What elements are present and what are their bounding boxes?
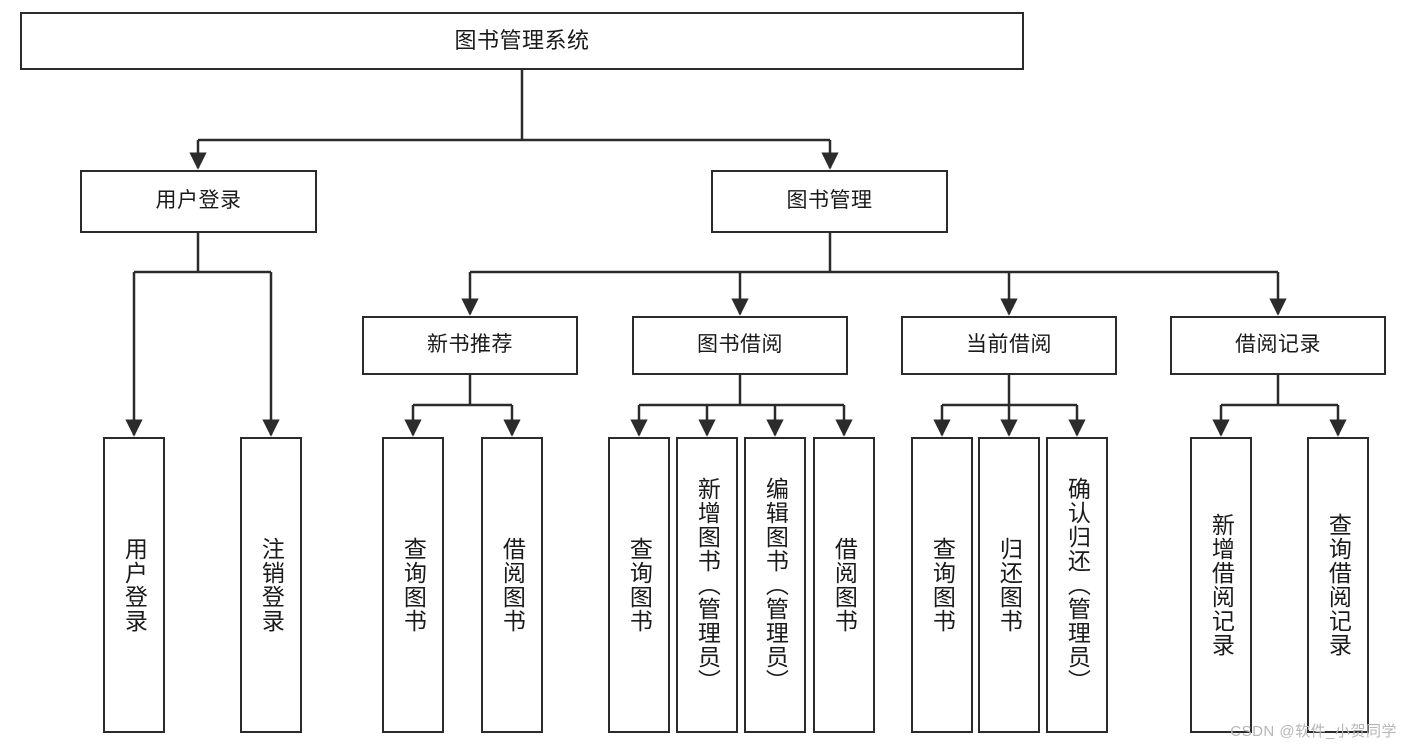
node-leaf-query-book-1-label: 查询图书 bbox=[400, 537, 427, 633]
node-leaf-user-login[interactable]: 用户登录 bbox=[103, 437, 165, 733]
node-leaf-borrow-book-1[interactable]: 借阅图书 bbox=[481, 437, 543, 733]
node-leaf-add-book-label: 新增图书（管理员） bbox=[694, 477, 721, 693]
node-borrow-record[interactable]: 借阅记录 bbox=[1170, 316, 1386, 375]
node-book-borrow-label: 图书借阅 bbox=[697, 333, 783, 357]
node-leaf-query-record[interactable]: 查询借阅记录 bbox=[1307, 437, 1369, 733]
node-book-borrow[interactable]: 图书借阅 bbox=[632, 316, 848, 375]
node-leaf-edit-book-label: 编辑图书（管理员） bbox=[762, 477, 789, 693]
node-leaf-user-logout[interactable]: 注销登录 bbox=[240, 437, 302, 733]
node-current-borrow-label: 当前借阅 bbox=[966, 333, 1052, 357]
node-leaf-edit-book[interactable]: 编辑图书（管理员） bbox=[744, 437, 806, 733]
node-leaf-query-book-2-label: 查询图书 bbox=[626, 537, 653, 633]
node-user-login-label: 用户登录 bbox=[155, 189, 242, 213]
node-leaf-query-book-3-label: 查询图书 bbox=[929, 537, 956, 633]
node-borrow-record-label: 借阅记录 bbox=[1235, 333, 1321, 357]
node-leaf-query-book-3[interactable]: 查询图书 bbox=[911, 437, 973, 733]
node-leaf-user-logout-label: 注销登录 bbox=[258, 537, 285, 633]
node-leaf-add-book[interactable]: 新增图书（管理员） bbox=[676, 437, 738, 733]
node-book-manage[interactable]: 图书管理 bbox=[711, 170, 948, 233]
node-new-book-recommend-label: 新书推荐 bbox=[427, 333, 513, 357]
watermark-text: CSDN @软件_小贺同学 bbox=[1230, 723, 1397, 740]
node-root-label: 图书管理系统 bbox=[454, 28, 590, 54]
node-user-login[interactable]: 用户登录 bbox=[80, 170, 317, 233]
node-leaf-query-book-2[interactable]: 查询图书 bbox=[608, 437, 670, 733]
node-leaf-query-record-label: 查询借阅记录 bbox=[1325, 513, 1352, 657]
node-leaf-user-login-label: 用户登录 bbox=[121, 537, 148, 633]
node-new-book-recommend[interactable]: 新书推荐 bbox=[362, 316, 578, 375]
node-book-manage-label: 图书管理 bbox=[786, 189, 873, 213]
node-leaf-query-book-1[interactable]: 查询图书 bbox=[382, 437, 444, 733]
node-root-book-management-system[interactable]: 图书管理系统 bbox=[20, 12, 1024, 70]
node-leaf-confirm-return-label: 确认归还（管理员） bbox=[1064, 477, 1091, 693]
node-leaf-borrow-book-1-label: 借阅图书 bbox=[499, 537, 526, 633]
node-leaf-add-record[interactable]: 新增借阅记录 bbox=[1190, 437, 1252, 733]
node-current-borrow[interactable]: 当前借阅 bbox=[901, 316, 1117, 375]
node-leaf-borrow-book-2[interactable]: 借阅图书 bbox=[813, 437, 875, 733]
node-leaf-add-record-label: 新增借阅记录 bbox=[1208, 513, 1235, 657]
node-leaf-confirm-return[interactable]: 确认归还（管理员） bbox=[1046, 437, 1108, 733]
node-leaf-return-book-label: 归还图书 bbox=[996, 537, 1023, 633]
node-leaf-return-book[interactable]: 归还图书 bbox=[978, 437, 1040, 733]
node-leaf-borrow-book-2-label: 借阅图书 bbox=[831, 537, 858, 633]
